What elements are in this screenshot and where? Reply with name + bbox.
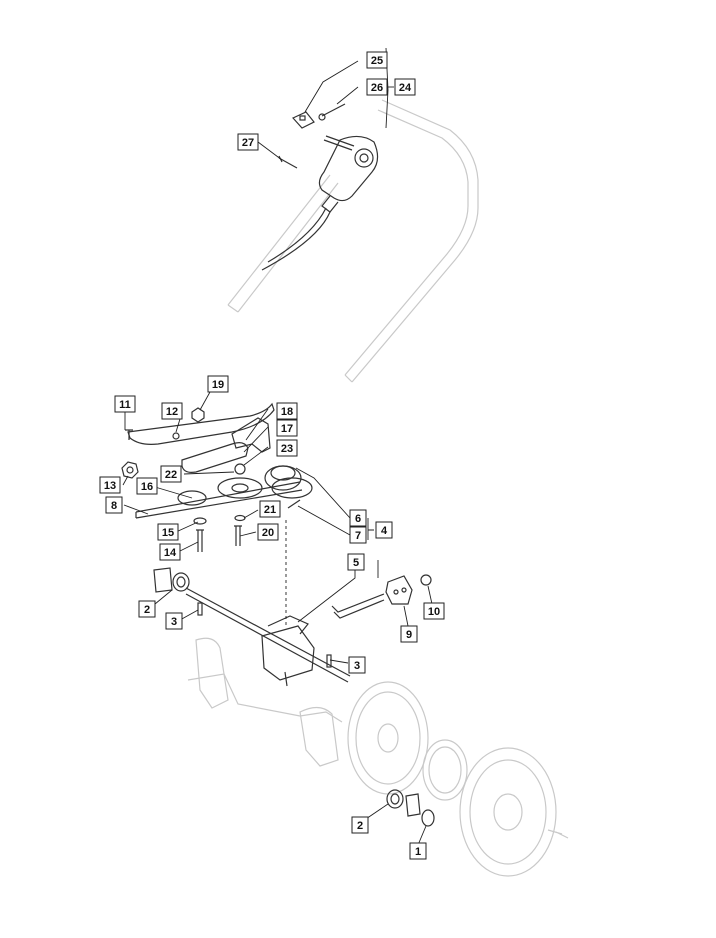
svg-text:24: 24: [399, 82, 412, 94]
svg-text:21: 21: [264, 504, 276, 516]
svg-text:18: 18: [281, 406, 293, 418]
callout-25: 25: [366, 51, 388, 69]
svg-text:2: 2: [357, 820, 363, 832]
key-part-7: [287, 499, 301, 509]
callout-8: 8: [105, 496, 123, 514]
screw-part-27: [278, 155, 298, 169]
callout-23: 23: [276, 439, 298, 457]
callout-1: 1: [409, 842, 427, 860]
callout-13: 13: [99, 476, 121, 494]
washer-part-15: [193, 517, 207, 525]
bracket-part-18: [231, 417, 271, 453]
svg-text:23: 23: [281, 443, 293, 455]
screw-part-11: [125, 429, 133, 440]
pin-part-3-right: [326, 654, 332, 668]
lever-clip-part-25: [292, 111, 315, 129]
callout-3-right: 3: [348, 656, 366, 674]
callout-17: 17: [276, 419, 298, 437]
callout-2-top: 2: [138, 600, 156, 618]
screw-part-26: [318, 103, 346, 121]
bearing-part-2-top: [153, 567, 190, 593]
belt-guide-part-17: [181, 442, 249, 473]
lever-part-5: [331, 593, 385, 619]
callout-20: 20: [257, 523, 279, 541]
pulley-part-16: [177, 477, 263, 506]
svg-text:2: 2: [144, 604, 150, 616]
svg-text:15: 15: [162, 527, 174, 539]
washer-part-21: [234, 514, 246, 522]
svg-text:3: 3: [354, 660, 360, 672]
svg-text:25: 25: [371, 55, 383, 67]
gear-ring: [422, 739, 468, 801]
svg-text:9: 9: [406, 629, 412, 641]
nut-part-13: [121, 461, 139, 479]
callout-3-left: 3: [165, 612, 183, 630]
callout-11: 11: [114, 395, 136, 413]
svg-text:12: 12: [166, 406, 178, 418]
nut-part-23: [234, 463, 246, 475]
callout-2-bottom: 2: [351, 816, 369, 834]
callout-7: 7: [349, 526, 367, 544]
gearbox-housing: [261, 615, 315, 687]
callout-15: 15: [157, 523, 179, 541]
svg-text:27: 27: [242, 137, 254, 149]
callout-5: 5: [347, 553, 365, 571]
bolt-part-14: [196, 529, 204, 552]
svg-text:22: 22: [165, 469, 177, 481]
svg-text:13: 13: [104, 480, 116, 492]
callout-26: 26: [366, 78, 388, 96]
pin-part-3-left: [197, 602, 203, 616]
svg-text:11: 11: [119, 399, 131, 411]
callout-9: 9: [400, 625, 418, 643]
callout-21: 21: [259, 500, 281, 518]
belt-part-8: [135, 481, 303, 519]
callout-16: 16: [136, 477, 158, 495]
callout-19: 19: [207, 375, 229, 393]
callout-4: 4: [375, 521, 393, 539]
svg-text:26: 26: [371, 82, 383, 94]
callout-14: 14: [159, 543, 181, 561]
ghost-chassis: [187, 637, 343, 767]
wheel-hub-cap: [347, 681, 429, 795]
axle-shaft: [185, 587, 351, 683]
svg-text:17: 17: [281, 423, 293, 435]
callout-10: 10: [423, 602, 445, 620]
svg-text:5: 5: [353, 557, 359, 569]
svg-text:7: 7: [355, 530, 361, 542]
handle-bar: [227, 99, 479, 383]
svg-text:20: 20: [262, 527, 274, 539]
pulley-part-22: [264, 465, 313, 499]
nut-part-19: [191, 407, 205, 423]
callout-22: 22: [160, 465, 182, 483]
svg-text:4: 4: [381, 525, 388, 537]
callout-18: 18: [276, 402, 298, 420]
nut-part-10: [420, 574, 432, 586]
callout-6: 6: [349, 509, 367, 527]
circlip-part-1: [421, 809, 435, 827]
svg-text:8: 8: [111, 500, 117, 512]
rear-wheel: [459, 747, 569, 877]
callout-12: 12: [161, 402, 183, 420]
drive-lever-assembly: [261, 135, 379, 271]
svg-text:10: 10: [428, 606, 440, 618]
svg-text:1: 1: [415, 846, 421, 858]
bearing-part-2-bottom: [386, 789, 421, 817]
callout-24: 24: [394, 78, 416, 96]
svg-text:16: 16: [141, 481, 153, 493]
svg-text:19: 19: [212, 379, 224, 391]
svg-text:6: 6: [355, 513, 361, 525]
svg-text:14: 14: [164, 547, 177, 559]
plate-part-9: [385, 575, 413, 605]
callout-27: 27: [237, 133, 259, 151]
svg-text:3: 3: [171, 616, 177, 628]
